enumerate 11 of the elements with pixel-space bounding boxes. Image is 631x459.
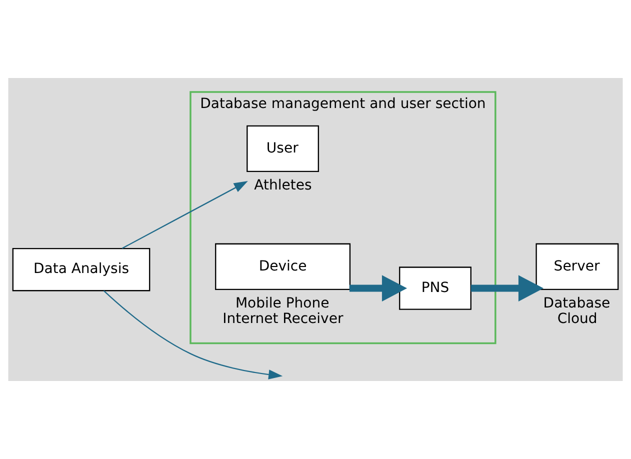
- arrow: [470, 275, 544, 302]
- node-label: Athletes: [254, 178, 312, 194]
- arrow: [122, 181, 248, 249]
- node-label: Internet Receiver: [222, 310, 344, 327]
- node-label: Mobile Phone: [235, 296, 330, 312]
- arrow: [103, 290, 283, 380]
- node-label: Cloud: [557, 310, 598, 327]
- node-label: Database: [543, 296, 610, 312]
- arrow: [349, 275, 408, 302]
- node-box: Data Analysis: [12, 248, 150, 292]
- node-box: PNS: [399, 266, 472, 310]
